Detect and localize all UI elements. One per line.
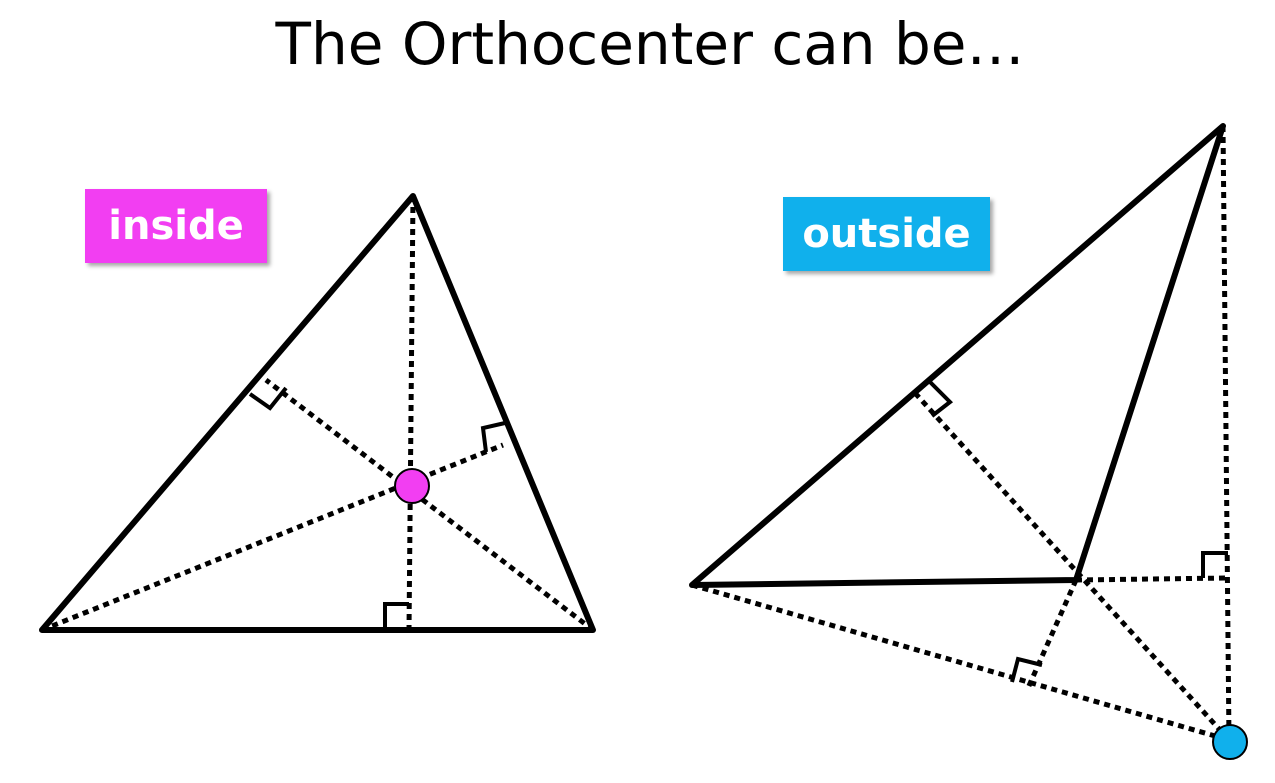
outside-right-angle-marks <box>926 378 1228 683</box>
outside-altitudes <box>691 125 1232 743</box>
inside-altitude-from-left <box>41 442 504 633</box>
slide-title: The Orthocenter can be… <box>275 10 1025 78</box>
inside-altitude-from-right <box>264 378 595 632</box>
right-angle-mark <box>480 421 506 453</box>
outside-altitude-from-top <box>1220 125 1232 741</box>
right-angle-mark <box>383 602 409 630</box>
inside-label: inside <box>85 189 267 263</box>
outside-altitude-extension <box>1075 575 1230 583</box>
outside-orthocenter-dot <box>1212 724 1248 760</box>
outside-triangle <box>689 123 1226 588</box>
inside-orthocenter-dot <box>394 468 430 504</box>
outside-altitude-from-left <box>691 582 1230 743</box>
inside-triangle <box>39 193 596 633</box>
right-angle-mark <box>248 386 288 411</box>
outside-label: outside <box>783 197 990 271</box>
outside-altitude-from-right-vertex <box>913 391 1231 742</box>
inside-altitudes <box>41 195 595 633</box>
inside-altitude-from-top <box>406 195 416 631</box>
right-angle-mark <box>1010 656 1043 683</box>
inside-right-angle-marks <box>248 386 506 630</box>
outside-altitude-foot-segment <box>1025 578 1079 690</box>
right-angle-mark <box>1201 551 1228 578</box>
right-angle-mark <box>926 378 954 418</box>
